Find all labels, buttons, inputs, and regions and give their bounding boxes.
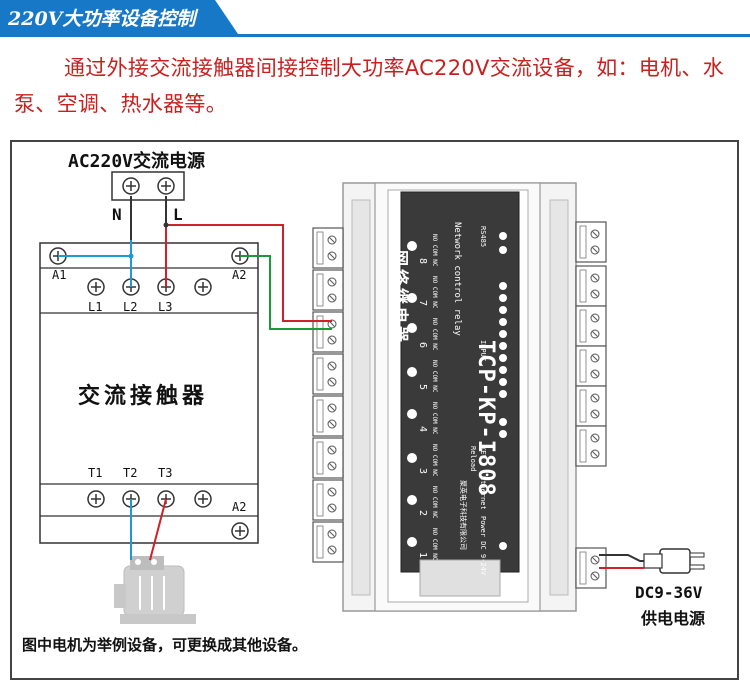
relay-terminal-text-4: NO COM NC: [431, 402, 438, 435]
motor-icon: [114, 556, 196, 624]
relay-channel-4: 4: [417, 426, 428, 433]
contactor-l2-label: L2: [123, 300, 138, 314]
ac-n-label: N: [112, 205, 122, 224]
contactor-l1-label: L1: [88, 300, 103, 314]
relay-channel-3: 3: [417, 468, 428, 475]
footnote-text: 图中电机为举例设备，可更换成其他设备。: [22, 636, 308, 654]
relay-channel-8: 8: [417, 258, 428, 265]
header-title: 220V大功率设备控制: [8, 8, 196, 30]
ac-l-screw-icon: [157, 177, 175, 195]
diagram-frame: [10, 140, 739, 680]
relay-channel-1: 1: [417, 552, 428, 559]
relay-key-label: KEY: [479, 446, 487, 459]
relay-terminal-text-8: NO COM NC: [431, 234, 438, 267]
header-divider: [0, 34, 750, 37]
header-tab: [0, 0, 238, 34]
dc-power-label: 供电电源: [641, 609, 706, 628]
dc-plug-icon: [643, 548, 705, 574]
relay-input-label: INPUT: [479, 340, 487, 362]
relay-terminal-text-2: NO COM NC: [431, 486, 438, 519]
contactor-l3-label: L3: [158, 300, 173, 314]
network-relay-body: [342, 182, 577, 612]
contactor-a1-label: A1: [52, 268, 67, 282]
relay-terminal-text-1: NO COM NC: [431, 528, 438, 561]
relay-terminal-text-7: NO COM NC: [431, 276, 438, 309]
contactor-a2-top-label: A2: [232, 268, 247, 282]
relay-terminal-text-3: NO COM NC: [431, 444, 438, 477]
contactor-title: 交流接触器: [78, 383, 209, 409]
description-text: 通过外接交流接触器间接控制大功率AC220V交流设备，如：电机、水泵、空调、热水…: [14, 56, 725, 116]
dc-voltage-label: DC9-36V: [635, 583, 703, 602]
relay-channel-2: 2: [417, 510, 428, 517]
contactor-t1-label: T1: [88, 466, 103, 480]
relay-channel-7: 7: [417, 300, 428, 307]
contactor-t3-label: T3: [158, 466, 173, 480]
relay-name-en: Network control relay: [452, 222, 462, 336]
contactor-body: [39, 242, 259, 544]
relay-ethernet-label: Ethernet: [479, 476, 487, 510]
relay-reload-label: Reload: [469, 446, 477, 472]
ac-source-label: AC220V交流电源: [68, 151, 206, 172]
relay-terminal-text-6: NO COM NC: [431, 318, 438, 351]
relay-model: TCP-KP-I808: [473, 340, 498, 497]
contactor-a2-bottom-label: A2: [232, 500, 247, 514]
relay-terminal-text-5: NO COM NC: [431, 360, 438, 393]
relay-name-cn: 网络继电器: [391, 250, 410, 346]
relay-power-label: Power DC 9-24V: [479, 516, 487, 576]
ac-l-label: L: [173, 205, 183, 224]
contactor-t2-label: T2: [123, 466, 138, 480]
relay-channel-6: 6: [417, 342, 428, 349]
ac-n-screw-icon: [122, 177, 140, 195]
relay-maker-label: 聚英电子科技有限公司: [459, 480, 467, 550]
relay-rs485-label: RS485: [479, 226, 487, 248]
relay-channel-5: 5: [417, 384, 428, 391]
